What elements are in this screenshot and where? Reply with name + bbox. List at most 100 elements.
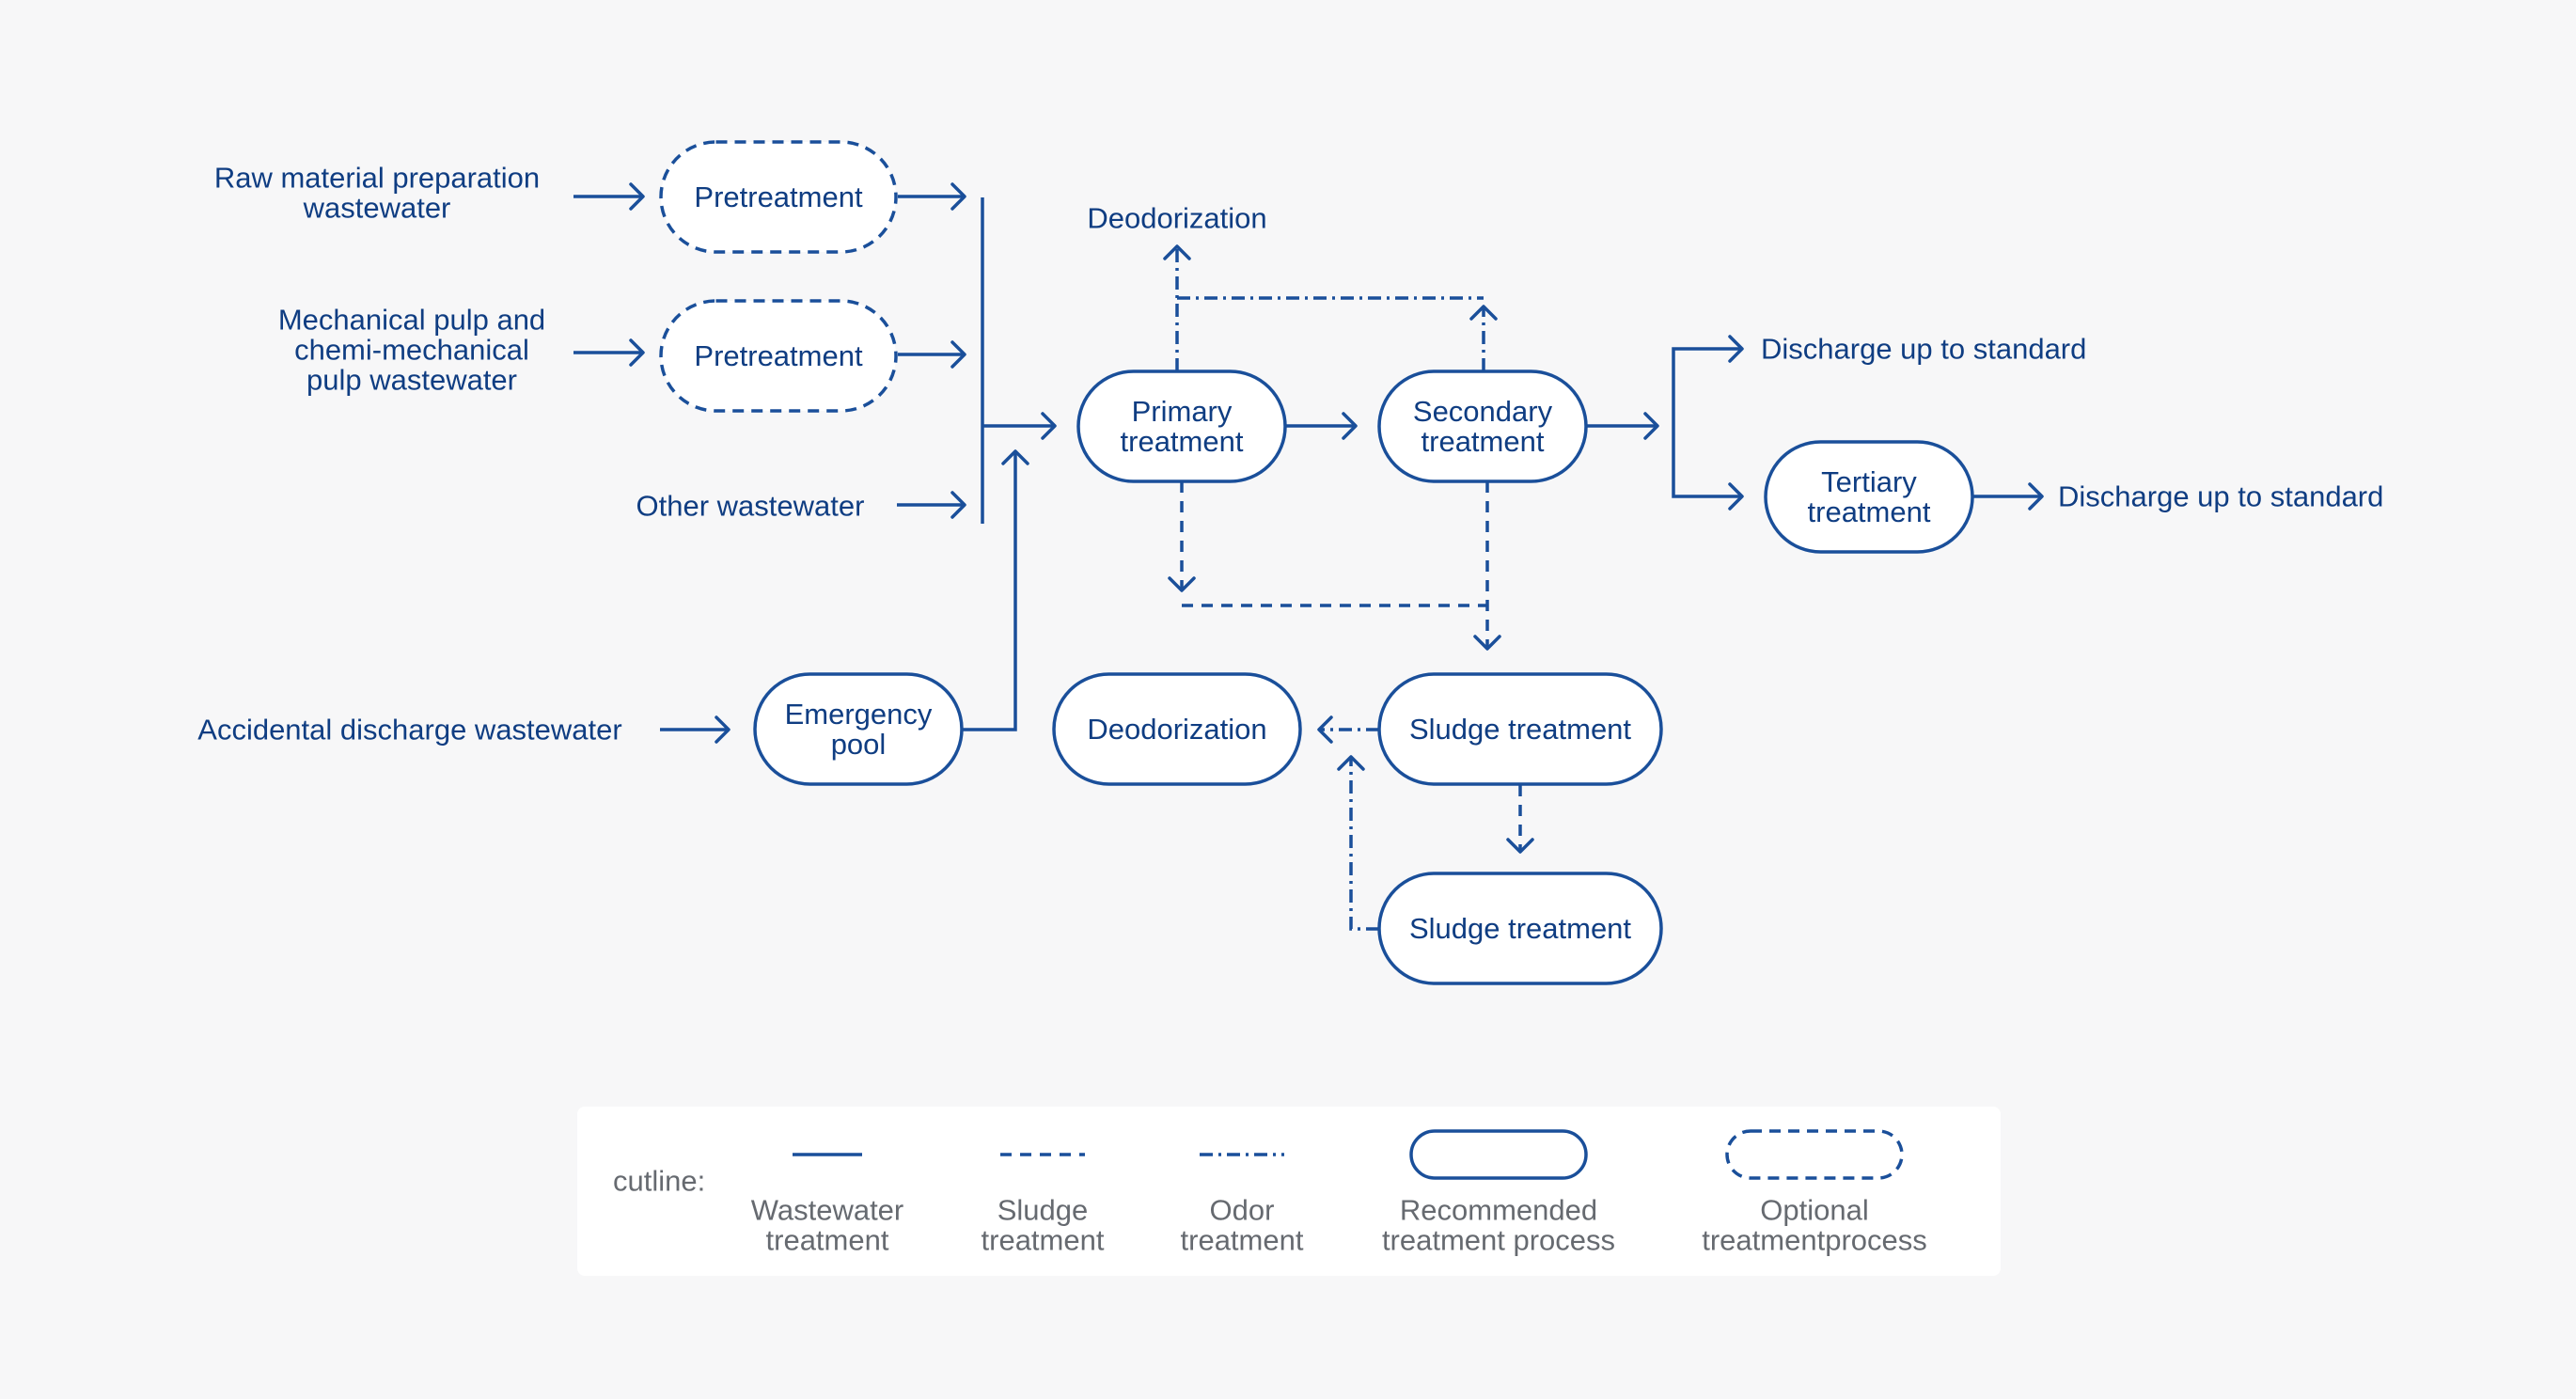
source-mechanical-pulp-wastewater-line: pulp wastewater bbox=[306, 364, 517, 397]
legend-optional-box-swatch bbox=[1725, 1129, 1904, 1180]
arrowhead bbox=[629, 338, 645, 367]
arrowhead bbox=[1473, 635, 1501, 651]
node-sludge-treatment-1: Sludge treatment bbox=[1377, 672, 1663, 786]
legend-item-label-line: treatment bbox=[1181, 1224, 1304, 1257]
optional-process-shape bbox=[659, 140, 898, 254]
source-other-wastewater: Other wastewater bbox=[636, 490, 865, 523]
output-discharge-1: Discharge up to standard bbox=[1761, 333, 2086, 366]
legend-panel bbox=[577, 1107, 2001, 1276]
legend-item-label-line: Optional bbox=[1760, 1194, 1868, 1227]
legend-item-label-line: Recommended bbox=[1400, 1194, 1597, 1227]
legend-recommended-box-swatch bbox=[1409, 1129, 1588, 1180]
edge-discharge-branch bbox=[1672, 347, 1742, 498]
recommended-process-shape bbox=[1377, 872, 1663, 985]
arrowhead bbox=[1041, 412, 1057, 440]
legend-item-label-line: Wastewater bbox=[751, 1194, 904, 1227]
node-label: Pretreatment bbox=[694, 339, 863, 372]
source-mechanical-pulp-wastewater-line: chemi-mechanical bbox=[294, 334, 529, 367]
node-label: Pretreatment bbox=[694, 181, 863, 213]
legend-item-label-line: treatmentprocess bbox=[1702, 1224, 1927, 1257]
edge-sludge2-odor-up bbox=[1349, 757, 1379, 931]
arrowhead bbox=[950, 491, 966, 519]
arrowhead bbox=[2028, 482, 2044, 511]
arrowhead bbox=[1168, 576, 1196, 592]
recommended-process-shape bbox=[1377, 672, 1663, 786]
source-accidental-discharge-wastewater: Accidental discharge wastewater bbox=[197, 714, 621, 747]
node-pretreatment-2: Pretreatment bbox=[659, 299, 898, 413]
source-accidental-discharge-wastewater-line: Accidental discharge wastewater bbox=[197, 714, 621, 747]
arrowhead bbox=[1728, 335, 1744, 363]
node-pretreatment-1: Pretreatment bbox=[659, 140, 898, 254]
recommended-process-shape bbox=[1377, 369, 1588, 483]
node-label-line: treatment bbox=[1422, 425, 1545, 458]
legend-item-label-line: treatment bbox=[982, 1224, 1105, 1257]
node-label-line: Emergency bbox=[785, 698, 933, 731]
node-deodorization-box: Deodorization bbox=[1052, 672, 1302, 786]
edge-pool-to-bus bbox=[962, 451, 1017, 731]
legend: cutline:WastewatertreatmentSludgetreatme… bbox=[577, 1107, 2001, 1276]
arrowhead bbox=[1728, 482, 1744, 511]
node-label-line: Primary bbox=[1132, 395, 1233, 428]
arrowhead bbox=[1337, 755, 1365, 771]
flow-labels: Raw material preparationwastewaterMechan… bbox=[197, 162, 2383, 747]
arrowhead bbox=[1643, 412, 1659, 440]
node-label-line: pool bbox=[831, 728, 887, 761]
source-raw-material-wastewater-line: wastewater bbox=[303, 192, 451, 225]
source-mechanical-pulp-wastewater: Mechanical pulp andchemi-mechanicalpulp … bbox=[278, 304, 545, 397]
legend-item-label-line: treatment bbox=[766, 1224, 889, 1257]
node-label-line: Tertiary bbox=[1821, 465, 1917, 498]
arrowhead bbox=[1317, 715, 1333, 744]
source-raw-material-wastewater-line: Raw material preparation bbox=[214, 162, 540, 195]
source-other-wastewater-line: Other wastewater bbox=[636, 490, 865, 523]
node-label: Deodorization bbox=[1087, 713, 1266, 746]
output-discharge-2: Discharge up to standard bbox=[2058, 480, 2383, 513]
node-label-line: Sludge treatment bbox=[1409, 713, 1631, 746]
node-label-line: Deodorization bbox=[1087, 713, 1266, 746]
recommended-process-shape bbox=[1764, 440, 1974, 554]
node-label-line: Pretreatment bbox=[694, 339, 863, 372]
arrowhead bbox=[1163, 244, 1191, 260]
arrowhead bbox=[950, 340, 966, 369]
arrowhead bbox=[1001, 449, 1029, 465]
source-mechanical-pulp-wastewater-line: Mechanical pulp and bbox=[278, 304, 545, 337]
legend-item-label-line: treatment process bbox=[1382, 1224, 1615, 1257]
node-label-line: Secondary bbox=[1413, 395, 1553, 428]
arrowhead bbox=[1342, 412, 1358, 440]
recommended-process-shape bbox=[1076, 369, 1287, 483]
arrowhead bbox=[1469, 305, 1498, 321]
recommended-process-shape bbox=[753, 672, 964, 786]
node-label: Sludge treatment bbox=[1409, 713, 1631, 746]
optional-process-shape bbox=[659, 299, 898, 413]
legend-item-label-line: Odor bbox=[1210, 1194, 1275, 1227]
node-sludge-treatment-2: Sludge treatment bbox=[1377, 872, 1663, 985]
arrowhead bbox=[1506, 838, 1534, 854]
legend-title: cutline: bbox=[613, 1165, 705, 1198]
flow-edges bbox=[573, 182, 2044, 931]
recommended-process-shape bbox=[1052, 672, 1302, 786]
output-deodorization: Deodorization bbox=[1087, 202, 1266, 235]
node-label: Sludge treatment bbox=[1409, 912, 1631, 945]
node-label-line: Pretreatment bbox=[694, 181, 863, 213]
node-label-line: Sludge treatment bbox=[1409, 912, 1631, 945]
legend-item-label-line: Sludge bbox=[997, 1194, 1089, 1227]
flow-nodes: PretreatmentPretreatmentEmergencypoolPri… bbox=[659, 140, 1974, 985]
